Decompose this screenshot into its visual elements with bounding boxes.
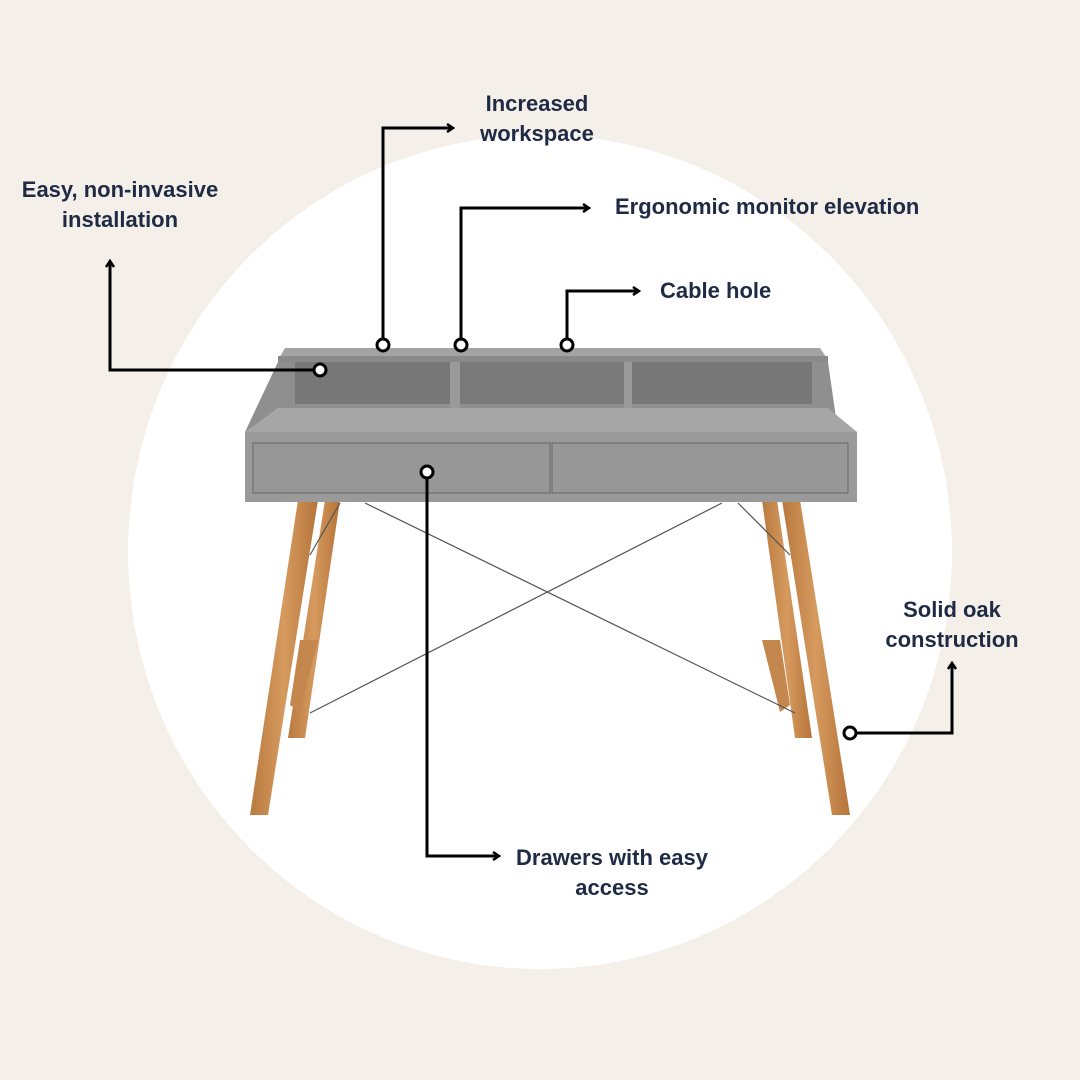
callout-lines	[110, 128, 952, 856]
label-oak: Solid oak construction	[885, 595, 1018, 655]
label-line: Cable hole	[660, 278, 772, 303]
callout-dots	[312, 337, 858, 741]
label-monitor: Ergonomic monitor elevation	[615, 192, 919, 222]
label-line: installation	[61, 207, 179, 232]
label-line: Solid oak	[903, 597, 1001, 622]
label-line: access	[575, 875, 649, 900]
label-line: Increased	[485, 91, 589, 116]
label-drawers: Drawers with easy access	[516, 843, 708, 903]
label-line: construction	[885, 627, 1019, 652]
label-installation: Easy, non-invasive installation	[22, 175, 218, 235]
label-cable-hole: Cable hole	[660, 276, 771, 306]
legs	[250, 500, 850, 815]
label-line: Ergonomic monitor elevation	[615, 194, 920, 219]
label-line: Drawers with easy	[516, 845, 708, 870]
background-circle	[128, 135, 952, 969]
label-line: workspace	[480, 121, 594, 146]
cross-wires	[309, 502, 796, 714]
label-workspace: Increased workspace	[480, 89, 594, 149]
desk-body	[245, 348, 857, 502]
label-line: Easy, non-invasive	[21, 177, 219, 202]
